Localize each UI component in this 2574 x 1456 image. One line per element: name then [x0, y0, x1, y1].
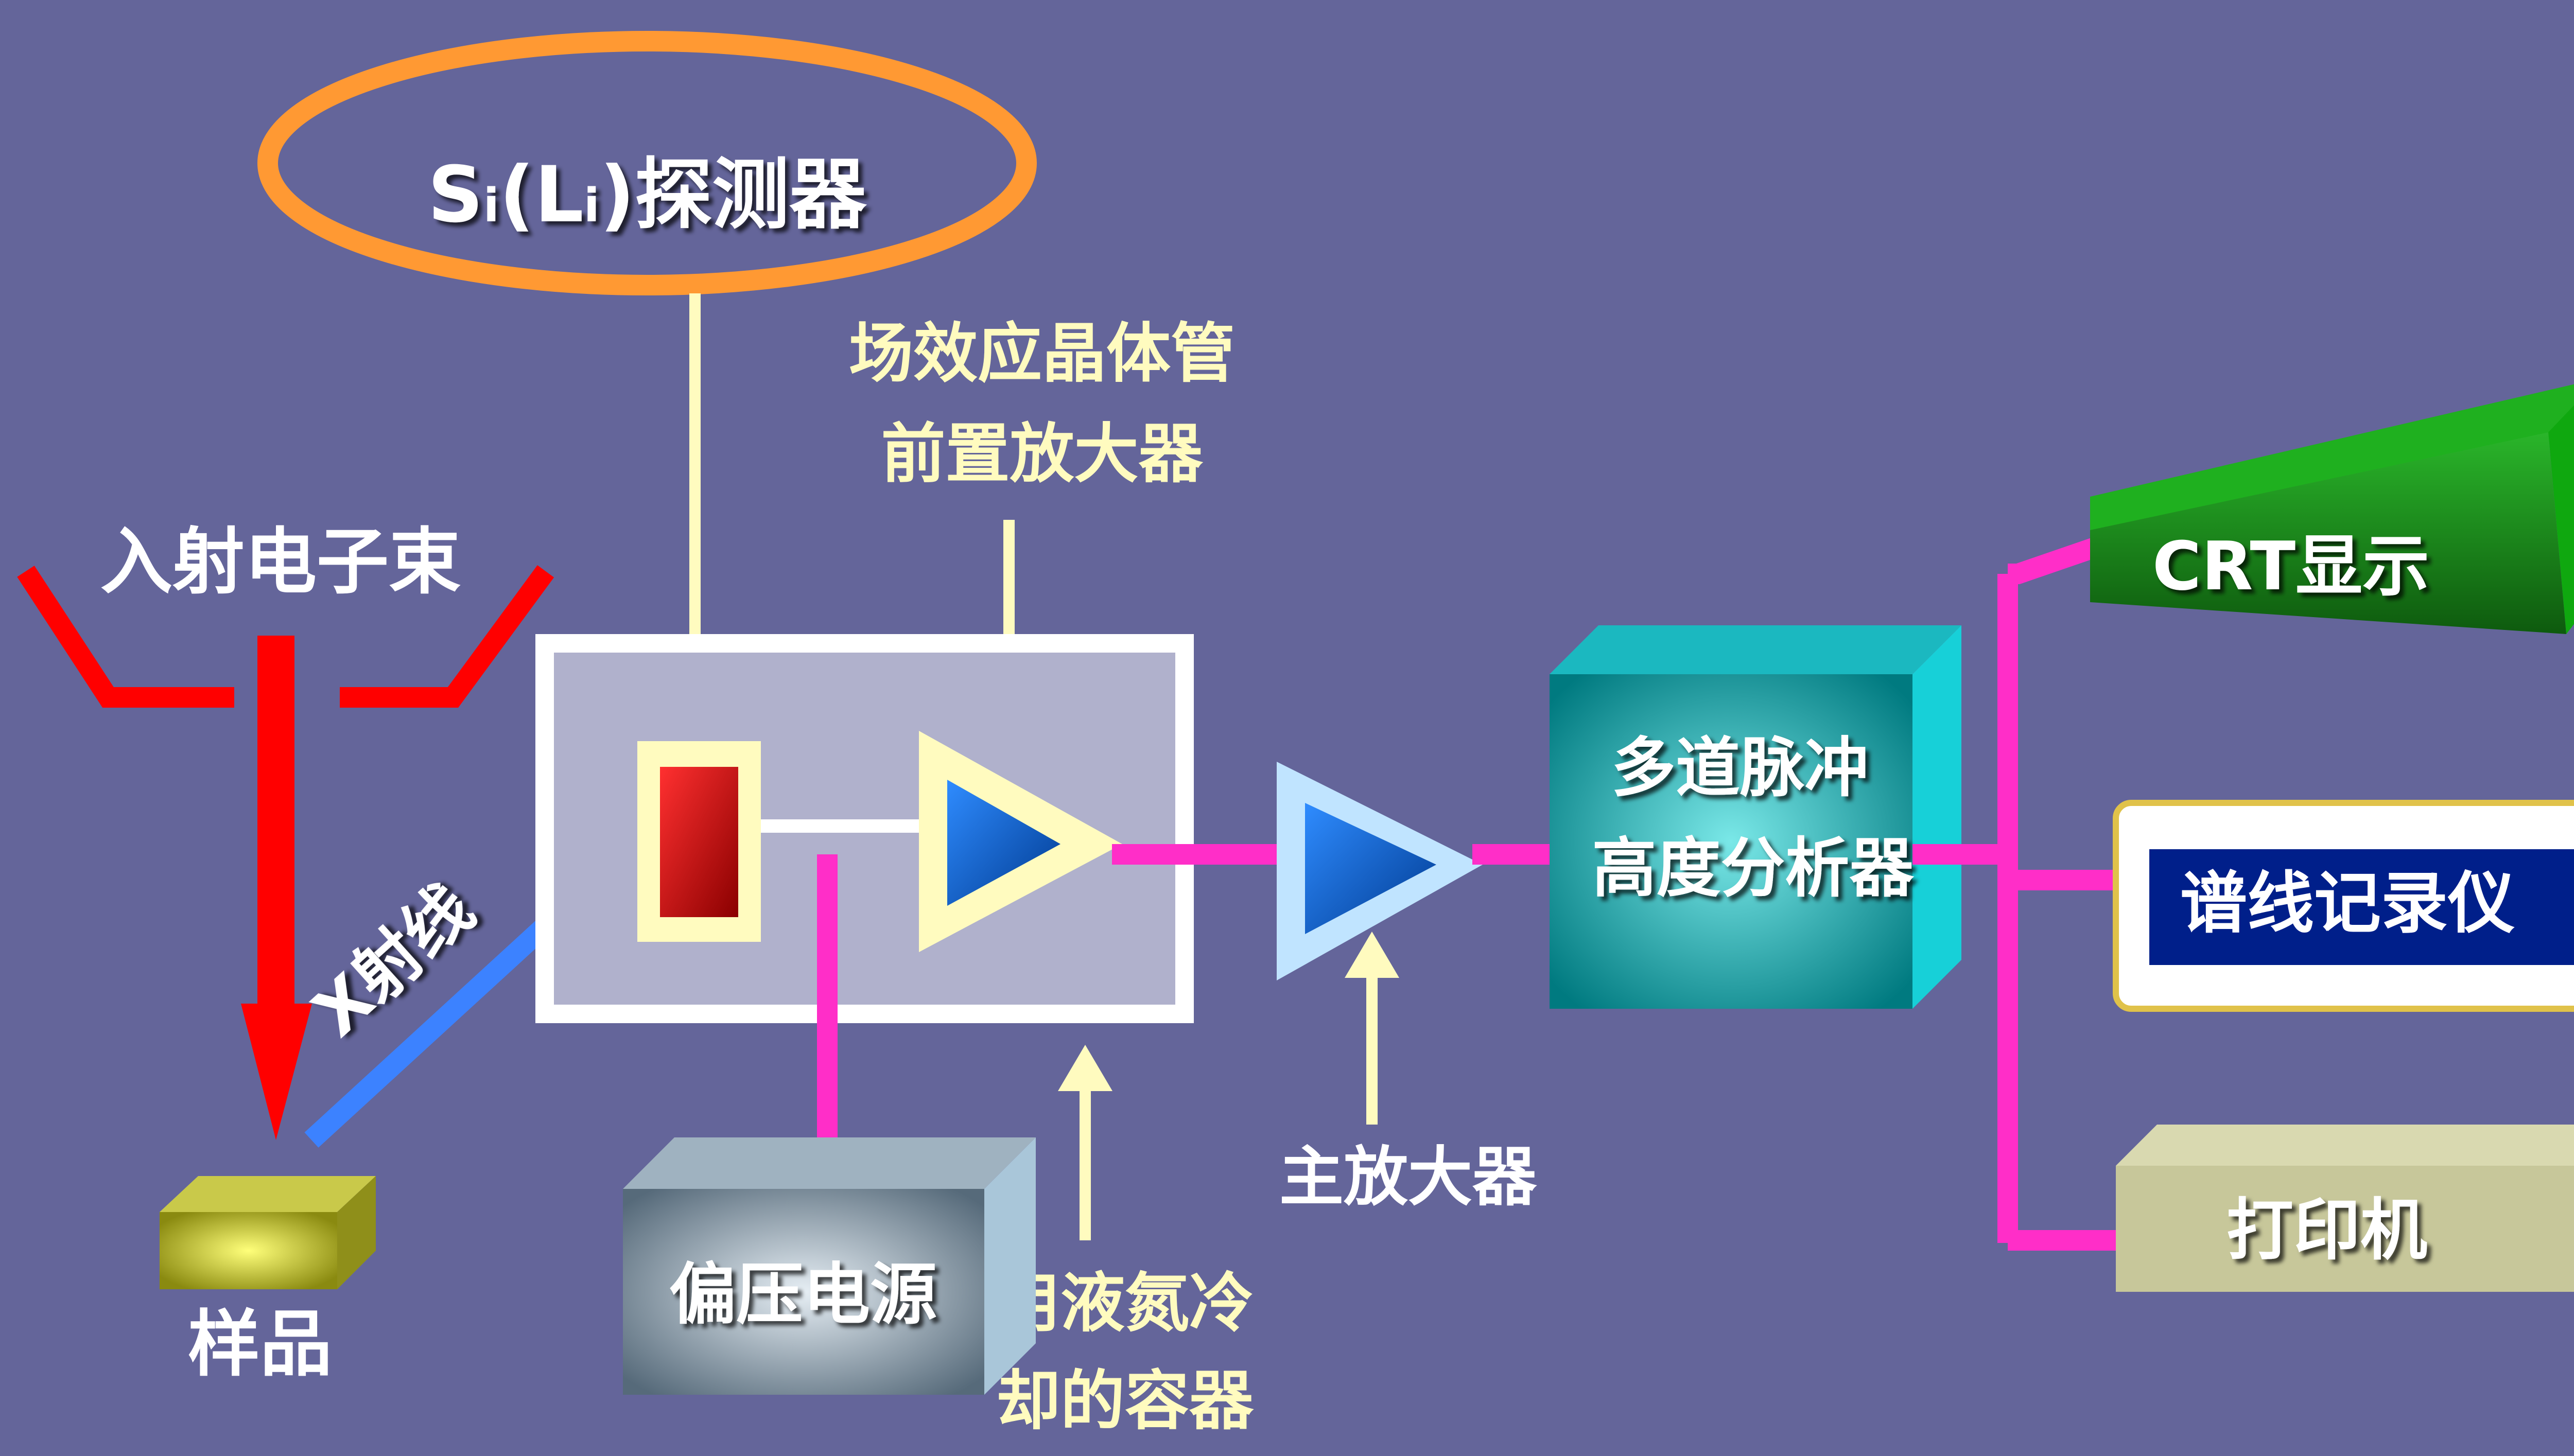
mca-block	[1550, 625, 1961, 1009]
mca-label-line1: 多道脉冲	[1611, 731, 1869, 805]
xray-label: X射线	[298, 869, 488, 1051]
spectrum-recorder-label: 谱线记录仪	[2180, 864, 2515, 942]
printer-label: 打印机	[2227, 1191, 2427, 1269]
detector-label: Si(Li)探测器	[428, 150, 867, 240]
main-amp-label: 主放大器	[1279, 1140, 1537, 1215]
detector-ellipse	[257, 31, 1037, 295]
spectrum-recorder	[2113, 800, 2574, 1012]
detector-ellipse-group: Si(Li)探测器	[257, 31, 1037, 295]
cryostat-pointer-arrowhead	[1058, 1045, 1112, 1091]
printer-block	[2116, 1125, 2574, 1292]
cryostat-label-line2: 却的容器	[996, 1364, 1254, 1439]
electron-beam-arrowhead	[241, 1004, 312, 1140]
crt-display	[2090, 384, 2574, 634]
output-bus	[1912, 536, 2121, 1251]
main-amp-pointer-arrowhead	[1345, 932, 1399, 978]
crt-label: CRT显示	[2152, 527, 2429, 605]
sample-block	[160, 1176, 376, 1289]
detector-crystal	[660, 767, 738, 917]
mca-label-line2: 高度分析器	[1592, 831, 1915, 906]
electron-beam-label: 入射电子束	[100, 520, 461, 604]
cryostat-label-line1: 用液氮冷	[996, 1266, 1254, 1341]
bias-supply-block	[623, 1137, 1036, 1395]
main-amp-triangle	[1305, 803, 1436, 934]
electron-beam-shaft	[257, 636, 294, 1016]
preamp-triangle	[947, 780, 1060, 906]
fet-label-line2: 前置放大器	[881, 417, 1204, 492]
electron-beam-pole-pieces	[17, 565, 554, 708]
bias-supply-label: 偏压电源	[669, 1255, 937, 1334]
fet-label-line1: 场效应晶体管	[849, 317, 1235, 391]
sample-label: 样品	[188, 1303, 332, 1387]
